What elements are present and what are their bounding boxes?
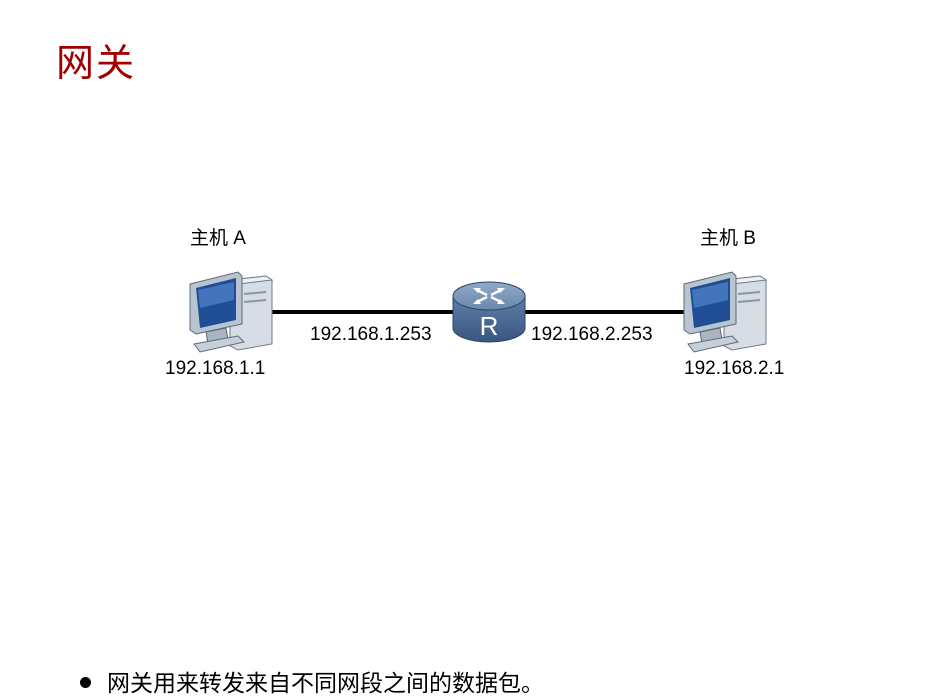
host-b-ip: 192.168.2.1 bbox=[684, 358, 785, 379]
bullet-dot-icon bbox=[80, 677, 91, 688]
bullet-item: 网关用来转发来自不同网段之间的数据包。 bbox=[80, 664, 544, 698]
link-host-a-router bbox=[268, 310, 458, 314]
router-right-ip: 192.168.2.253 bbox=[531, 324, 653, 345]
router-icon: R bbox=[452, 281, 526, 343]
host-b-name: 主机 B bbox=[700, 228, 756, 249]
host-a-computer-icon bbox=[189, 271, 274, 353]
host-b-computer-icon bbox=[683, 271, 768, 353]
host-a-ip: 192.168.1.1 bbox=[165, 358, 266, 379]
link-router-host-b bbox=[520, 310, 690, 314]
bullet-text: 网关用来转发来自不同网段之间的数据包。 bbox=[107, 671, 544, 697]
host-a-name: 主机 A bbox=[190, 228, 246, 249]
router-left-ip: 192.168.1.253 bbox=[310, 324, 432, 345]
router-symbol: R bbox=[480, 311, 499, 341]
page-title: 网关 bbox=[56, 41, 137, 85]
